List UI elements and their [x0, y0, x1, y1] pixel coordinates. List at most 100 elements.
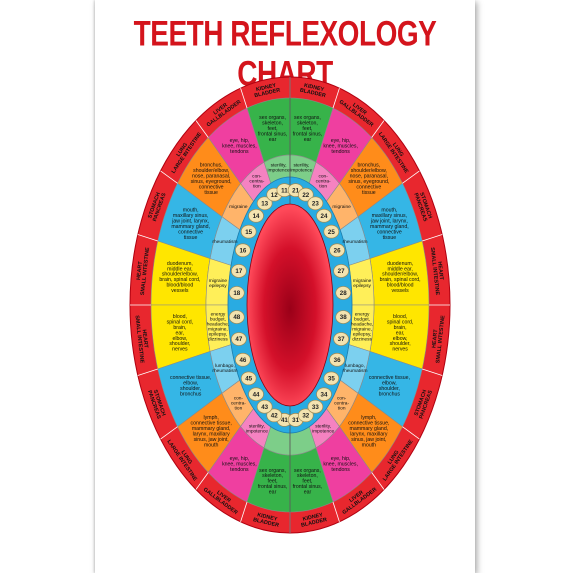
- symptom-text: connective: [178, 230, 203, 236]
- symptom-text: skeleton,: [297, 473, 318, 479]
- condition-text: lumbago,: [345, 363, 365, 369]
- tooth-number: 46: [239, 357, 246, 364]
- condition-text: sterility,: [315, 424, 331, 430]
- symptom-text: elbow,: [173, 336, 188, 342]
- symptom-text: blood,: [173, 314, 187, 320]
- condition-text: sterility,: [271, 162, 287, 168]
- condition-text: epilepsy: [209, 283, 227, 289]
- tooth-number: 14: [253, 213, 260, 220]
- symptom-text: nerves: [392, 347, 408, 353]
- symptom-text: sex organs,: [259, 115, 286, 121]
- tooth-42: 42: [266, 408, 283, 423]
- tooth-15: 15: [240, 224, 257, 239]
- symptom-text: frontal sinus,: [293, 484, 322, 490]
- symptom-text: shoulder/elbow,: [351, 168, 387, 174]
- symptom-text: tendons: [331, 149, 350, 155]
- tooth-number: 22: [302, 192, 309, 199]
- symptom-text: maxillary sinus,: [372, 213, 407, 219]
- condition-text: con-: [318, 174, 328, 179]
- tooth-number: 42: [271, 413, 278, 420]
- symptom-text: sinus, jaw joint,: [194, 437, 229, 443]
- symptom-text: jaw joint, larynx,: [171, 219, 209, 225]
- tooth-26: 26: [329, 243, 345, 258]
- symptom-text: eye, hip,: [331, 138, 351, 144]
- organ-name: HEART: [431, 328, 439, 348]
- symptom-text: elbow,: [393, 336, 408, 342]
- symptom-text: lymph,: [204, 415, 219, 421]
- symptom-text: sex organs,: [294, 115, 321, 121]
- symptom-text: frontal sinus,: [258, 484, 287, 490]
- segment-divider: [137, 234, 158, 242]
- segment-divider: [402, 426, 420, 440]
- symptom-text: middle ear,: [387, 266, 412, 272]
- symptom-text: tendons: [230, 149, 249, 155]
- symptom-text: elbow,: [183, 381, 198, 387]
- symptom-text: brain, spinal cord,: [159, 277, 200, 283]
- tooth-number: 18: [233, 290, 240, 297]
- symptom-text: tissue: [383, 235, 397, 241]
- symptom-text: shoulder/elbow,: [162, 272, 198, 278]
- organ-name: KIDNEY: [257, 512, 279, 523]
- condition-text: impotence: [290, 167, 312, 173]
- symptom-text: eye, hip,: [230, 138, 250, 144]
- symptom-text: nerves: [172, 347, 188, 353]
- symptom-text: bronchus,: [200, 162, 223, 168]
- symptom-text: larynx, maxillary: [193, 431, 231, 437]
- segment-divider: [240, 501, 248, 522]
- tooth-28: 28: [335, 286, 352, 300]
- symptom-text: feet,: [302, 126, 312, 132]
- symptom-text: mouth,: [183, 208, 199, 214]
- tooth-24: 24: [316, 208, 332, 223]
- symptom-text: knee, muscles,: [222, 461, 257, 467]
- symptom-text: nose, paranasal,: [350, 173, 388, 179]
- tooth-number: 33: [312, 404, 319, 411]
- tooth-number: 37: [338, 336, 345, 343]
- symptom-text: ear,: [176, 330, 185, 336]
- tooth-number: 16: [239, 247, 246, 254]
- condition-text: con-: [337, 396, 347, 401]
- tooth-16: 16: [235, 243, 251, 258]
- symptom-text: connective: [199, 184, 224, 190]
- tooth-number: 11: [281, 187, 288, 194]
- tooth-number: 35: [328, 375, 335, 382]
- symptom-text: jaw joint, larynx,: [370, 219, 408, 225]
- symptom-text: ear,: [396, 330, 405, 336]
- tooth-18: 18: [228, 286, 245, 300]
- symptom-text: tissue: [362, 190, 376, 196]
- condition-text: rheumatism: [212, 368, 237, 374]
- tooth-33: 33: [307, 399, 324, 414]
- condition-text: impotence: [268, 167, 290, 173]
- tooth-number: 23: [312, 200, 319, 207]
- organ-name: HEART: [136, 260, 144, 280]
- segment-divider: [371, 120, 385, 138]
- segment-divider: [402, 170, 420, 184]
- symptom-text: sinus, eyeground,: [348, 179, 389, 185]
- tooth-48: 48: [228, 310, 245, 324]
- tooth-45: 45: [240, 371, 257, 386]
- symptom-text: mammary gland,: [171, 224, 210, 230]
- tooth-number: 24: [321, 213, 328, 220]
- symptom-text: connective tissue,: [369, 375, 410, 381]
- symptom-text: ear: [269, 137, 277, 143]
- condition-text: epilepsy,: [353, 332, 372, 338]
- tooth-number: 43: [261, 404, 268, 411]
- symptom-text: feet,: [268, 126, 278, 132]
- symptom-text: knee, muscles,: [323, 461, 358, 467]
- symptom-text: mouth: [204, 442, 219, 448]
- organ-name: HEART: [436, 261, 444, 281]
- segment-divider: [332, 88, 340, 109]
- condition-text: centra-: [316, 178, 331, 184]
- tooth-25: 25: [323, 224, 340, 239]
- tooth-number: 34: [321, 391, 328, 398]
- symptom-text: frontal sinus,: [293, 132, 322, 138]
- symptom-text: feet,: [302, 479, 312, 485]
- tooth-number: 21: [292, 187, 299, 194]
- symptom-text: ear: [304, 137, 312, 143]
- organ-name: SMALL INTESTINE: [140, 247, 151, 296]
- symptom-text: sex organs,: [294, 468, 321, 474]
- tooth-47: 47: [231, 332, 247, 346]
